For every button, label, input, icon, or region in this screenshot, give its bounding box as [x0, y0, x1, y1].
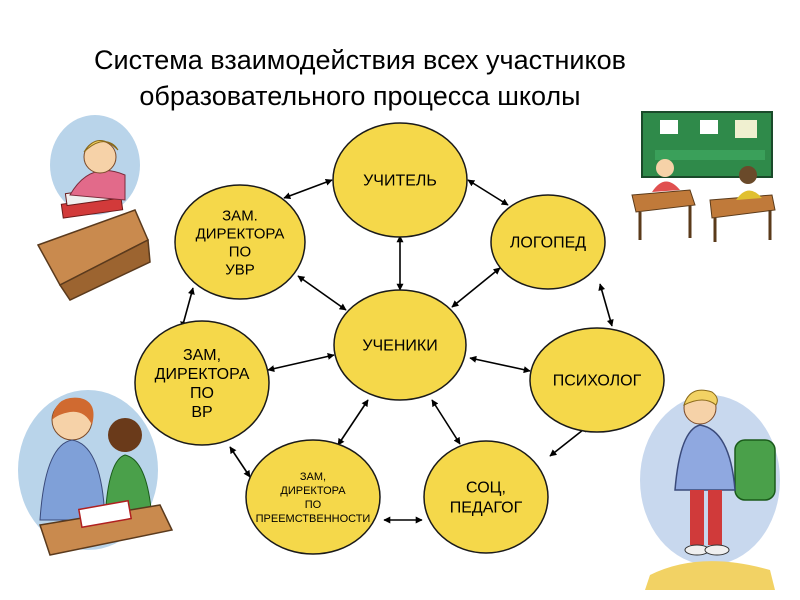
classroom-picture [631, 111, 776, 242]
node-psychologist: ПСИХОЛОГ [529, 327, 665, 433]
title-line-2: образовательного процесса школы [139, 81, 581, 111]
arrow-social-students [431, 399, 461, 445]
node-label-line: ЗАМ. [222, 207, 258, 224]
node-label-line: ПСИХОЛОГ [553, 373, 642, 390]
node-deputy-vr: ЗАМ, ДИРЕКТОРА ПО ВР [134, 320, 270, 446]
node-label-line: СОЦ, [466, 480, 506, 497]
boy-picture [640, 389, 780, 590]
node-label-line: ДИРЕКТОРА [280, 485, 346, 497]
node-social: СОЦ, ПЕДАГОГ [423, 440, 549, 554]
node-label-line: УВР [225, 261, 255, 278]
node-shape [529, 327, 665, 433]
teacher-student-picture [18, 390, 174, 556]
node-shape [490, 194, 606, 290]
title-line-1: Система взаимодействия всех участников [94, 45, 626, 75]
arrow-uvr-students [297, 275, 347, 311]
arrow-vr-continuity [229, 446, 251, 478]
node-label-line: ДИРЕКТОРА [196, 225, 285, 242]
node-label-line: ЗАМ, [183, 347, 221, 364]
arrow-logoped-psychologist [598, 283, 614, 327]
arrow-vr-students [267, 352, 335, 373]
arrow-uvr-teacher [283, 178, 333, 200]
node-center: УЧЕНИКИ [333, 289, 467, 401]
node-label-line: УЧЕНИКИ [362, 338, 437, 355]
node-label-line: ДИРЕКТОРА [155, 366, 250, 383]
arrow-teacher-logoped [467, 179, 509, 206]
node-label-line: ЛОГОПЕД [510, 235, 586, 252]
node-logoped: ЛОГОПЕД [490, 194, 606, 290]
node-shape [333, 289, 467, 401]
node-label-line: ПЕДАГОГ [450, 500, 523, 517]
node-deputy-continuity: ЗАМ, ДИРЕКТОРА ПО ПРЕЕМСТВЕННОСТИ [245, 439, 381, 555]
page-title: Система взаимодействия всех участников о… [0, 42, 720, 114]
arrow-psychologist-students [469, 355, 531, 374]
node-shape [174, 184, 306, 300]
arrow-logoped-students [451, 267, 501, 308]
node-shape [134, 320, 270, 446]
arrow-uvr-vr [180, 287, 195, 329]
node-label-line: УЧИТЕЛЬ [363, 173, 437, 190]
arrow-continuity-students [337, 399, 369, 446]
node-label-line: ПО [190, 385, 214, 402]
node-shape [245, 439, 381, 555]
node-label-line: ПО [229, 243, 251, 260]
arrows [180, 178, 614, 524]
node-label-line: ПО [305, 499, 322, 511]
node-teacher: УЧИТЕЛЬ [332, 122, 468, 238]
node-label-line: ВР [191, 404, 212, 421]
node-shape [332, 122, 468, 238]
girl-reading-picture [36, 115, 151, 301]
node-label-line: ПРЕЕМСТВЕННОСТИ [256, 513, 371, 525]
node-label-line: ЗАМ, [300, 471, 326, 483]
node-shape [423, 440, 549, 554]
